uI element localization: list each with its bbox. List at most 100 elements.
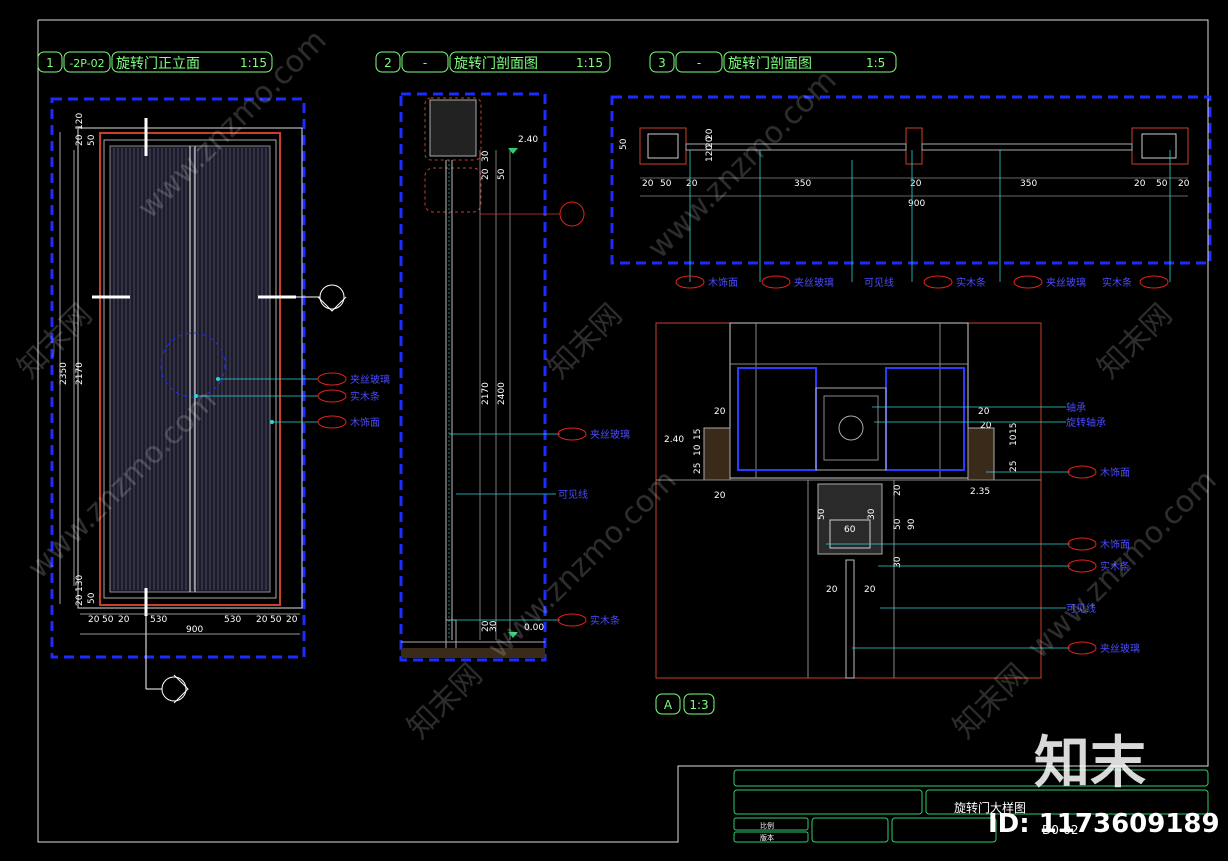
s3-ldim-0: 50 [619, 138, 629, 150]
callout-dA-top-0: 轴承 [1066, 401, 1086, 414]
dA-dim-2: 25 [693, 463, 703, 474]
dA-dim-19: 30 [867, 508, 877, 520]
s2-dim-3: 50 [497, 168, 507, 180]
dA-dim-1: 2.40 [664, 435, 684, 445]
callout-dA-1: 木饰面 [1100, 538, 1130, 551]
s2-dim-0: 2.40 [518, 135, 538, 145]
s2-dim-1: 20 [481, 168, 491, 180]
svg-text:1:3: 1:3 [689, 698, 708, 712]
watermark-id: ID: 1173609189 [988, 809, 1220, 839]
s3-dim-6: 20 [1134, 179, 1146, 189]
s3-dim-8: 20 [1178, 179, 1190, 189]
s3-dim-1: 50 [660, 179, 672, 189]
s2-dim-6: 20 [481, 620, 491, 632]
s3-ldim-3: 20 [705, 136, 715, 148]
callout-s2-0: 夹丝玻璃 [590, 428, 630, 441]
dim-b3: 530 [150, 615, 167, 625]
dA-dim-13: 60 [844, 525, 856, 535]
dA-dim-0: 20 [714, 407, 726, 417]
callout-dA-top-1: 旋转轴承 [1066, 416, 1106, 429]
callout-dA-0: 木饰面 [1100, 466, 1130, 479]
s2-dim-2: 30 [481, 150, 491, 162]
s3-total: 900 [908, 199, 925, 209]
dA-dim-11: 20 [893, 484, 903, 496]
dim-top-1: 120 [75, 113, 85, 130]
callout-s3-4: 夹丝玻璃 [1046, 276, 1086, 289]
dim-b6: 50 [270, 615, 282, 625]
title-block: 比例 版本 旋转门大样图 D0-02 [733, 769, 1209, 843]
tb-field-1: 比例 [760, 821, 774, 830]
s3-ldim-2: 120 [705, 145, 715, 162]
svg-text:1:5: 1:5 [866, 56, 885, 70]
svg-text:1:15: 1:15 [576, 56, 603, 70]
callout-dA-3: 可见线 [1066, 602, 1096, 615]
callout-s2-2: 实木条 [590, 614, 620, 627]
s3-dim-4: 20 [910, 179, 922, 189]
drawing-number: D0-02 [1042, 823, 1078, 837]
dim-b5: 20 [256, 615, 268, 625]
watermark-cn-4: 知末网 [401, 657, 489, 745]
s2-dim-4: 2170 [481, 382, 491, 405]
dim-bot-2: 50 [87, 592, 97, 604]
dA-dim-4: 15 [693, 429, 703, 440]
view-label-A: A 1:3 [655, 693, 715, 715]
dA-dim-18: 20 [864, 585, 876, 595]
svg-text:旋转门正立面: 旋转门正立面 [116, 56, 200, 72]
view-label-1: 1 -2P-02 旋转门正立面 1:15 [37, 51, 273, 73]
dA-dim-16: 30 [893, 556, 903, 568]
s3-ldim-1: 20 [705, 128, 715, 140]
s3-dim-7: 50 [1156, 179, 1168, 189]
dA-dim-10: 2.35 [970, 487, 990, 497]
watermark-site-5: www.znzmo.com [1021, 463, 1224, 666]
watermark-cn-1: 知末网 [11, 297, 99, 385]
svg-text:A: A [664, 698, 673, 712]
s2-dim-5: 2400 [497, 382, 507, 405]
section-view-2: 2.40 20 30 50 2170 2400 20 30 0.00 夹丝玻璃 … [399, 92, 630, 662]
svg-text:-: - [697, 56, 701, 70]
callout-e-1: 实木条 [350, 390, 380, 403]
dA-dim-17: 20 [826, 585, 838, 595]
s3-dim-3: 350 [794, 179, 811, 189]
svg-text:旋转门剖面图: 旋转门剖面图 [454, 56, 538, 72]
drawing-name: 旋转门大样图 [954, 800, 1026, 815]
dA-dim-3: 10 [693, 444, 703, 456]
s3-dim-5: 350 [1020, 179, 1037, 189]
section-view-3: 20 50 20 350 20 350 20 50 20 900 50 20 1… [610, 95, 1212, 289]
dA-dim-7: 10 [1009, 434, 1019, 446]
elevation-view: 20 50 20 530 530 20 50 20 900 2350 2170 … [50, 97, 390, 704]
svg-text:1: 1 [46, 56, 54, 70]
watermark-brand: 知末 [1034, 731, 1146, 796]
callout-dA-4: 夹丝玻璃 [1100, 642, 1140, 655]
dim-height-leaf: 2170 [75, 362, 85, 385]
callout-s3-3: 实木条 [956, 276, 986, 289]
callout-s3-0: 木饰面 [708, 276, 738, 289]
dA-dim-8: 15 [1009, 423, 1019, 434]
dim-b0: 20 [88, 615, 100, 625]
view-label-2: 2 - 旋转门剖面图 1:15 [375, 51, 611, 73]
dim-total: 900 [186, 625, 203, 635]
svg-text:旋转门剖面图: 旋转门剖面图 [728, 56, 812, 72]
watermark-cn-3: 知末网 [1091, 297, 1179, 385]
svg-text:-2P-02: -2P-02 [69, 57, 104, 70]
s3-dim-0: 20 [642, 179, 654, 189]
svg-text:2: 2 [384, 56, 392, 70]
dA-dim-6: 20 [978, 407, 990, 417]
s3-dim-2: 20 [686, 179, 698, 189]
dA-dim-20: 20 [980, 421, 992, 431]
dim-b2: 20 [118, 615, 130, 625]
dim-top-0: 20 [75, 134, 85, 146]
svg-text:3: 3 [658, 56, 666, 70]
dim-b4: 530 [224, 615, 241, 625]
callout-e-2: 木饰面 [350, 416, 380, 429]
dA-dim-5: 20 [714, 491, 726, 501]
callout-e-0: 夹丝玻璃 [350, 373, 390, 386]
dim-b7: 20 [286, 615, 298, 625]
dA-dim-12: 50 [893, 518, 903, 530]
dA-dim-9: 25 [1009, 461, 1019, 472]
svg-text:1:15: 1:15 [240, 56, 267, 70]
dA-dim-15: 90 [907, 518, 917, 530]
svg-text:-: - [423, 56, 427, 70]
watermark-cn-5: 知末网 [947, 657, 1035, 745]
dim-top-2: 50 [87, 134, 97, 146]
